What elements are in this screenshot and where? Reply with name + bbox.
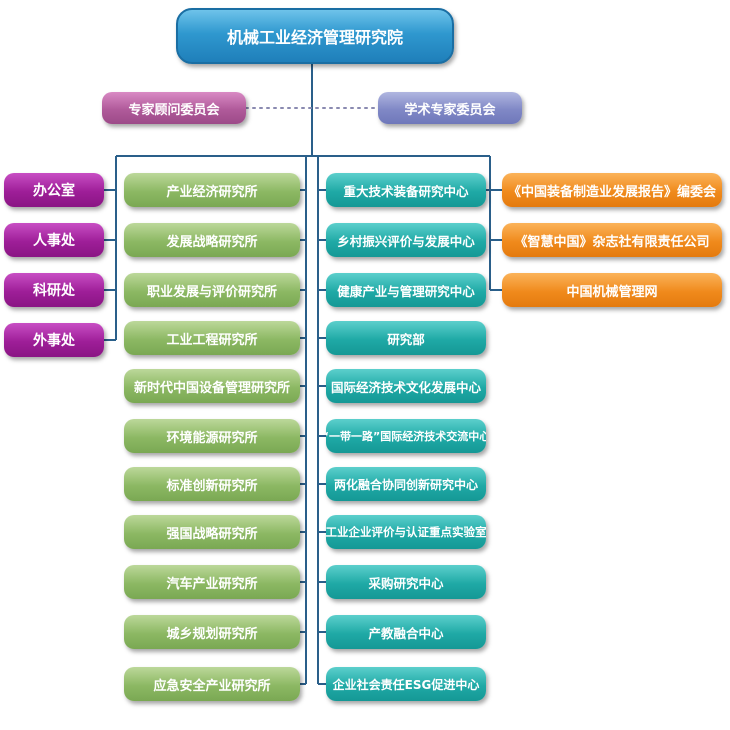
institute-node: 新时代中国设备管理研究所 (124, 369, 300, 403)
center-node: 重大技术装备研究中心 (326, 173, 486, 207)
center-node: “一带一路”国际经济技术交流中心 (326, 419, 486, 453)
center-node: 乡村振兴评价与发展中心 (326, 223, 486, 257)
institute-node: 汽车产业研究所 (124, 565, 300, 599)
institute-node: 应急安全产业研究所 (124, 667, 300, 701)
publication-node: 《智慧中国》杂志社有限责任公司 (502, 223, 722, 257)
institute-node: 标准创新研究所 (124, 467, 300, 501)
institute-node: 城乡规划研究所 (124, 615, 300, 649)
committee-academic: 学术专家委员会 (378, 92, 522, 124)
center-node: 采购研究中心 (326, 565, 486, 599)
center-node: 国际经济技术文化发展中心 (326, 369, 486, 403)
center-node: 健康产业与管理研究中心 (326, 273, 486, 307)
center-node: 工业企业评价与认证重点实验室 (326, 515, 486, 549)
publication-node: 《中国装备制造业发展报告》编委会 (502, 173, 722, 207)
root-node: 机械工业经济管理研究院 (176, 8, 454, 64)
center-node: 研究部 (326, 321, 486, 355)
institute-node: 职业发展与评价研究所 (124, 273, 300, 307)
committee-advisory: 专家顾问委员会 (102, 92, 246, 124)
institute-node: 环境能源研究所 (124, 419, 300, 453)
publication-node: 中国机械管理网 (502, 273, 722, 307)
center-node: 两化融合协同创新研究中心 (326, 467, 486, 501)
department-office: 办公室 (4, 173, 104, 207)
institute-node: 强国战略研究所 (124, 515, 300, 549)
center-node: 企业社会责任ESG促进中心 (326, 667, 486, 701)
department-research: 科研处 (4, 273, 104, 307)
center-node: 产教融合中心 (326, 615, 486, 649)
department-personnel: 人事处 (4, 223, 104, 257)
institute-node: 发展战略研究所 (124, 223, 300, 257)
institute-node: 产业经济研究所 (124, 173, 300, 207)
department-foreign-affairs: 外事处 (4, 323, 104, 357)
institute-node: 工业工程研究所 (124, 321, 300, 355)
